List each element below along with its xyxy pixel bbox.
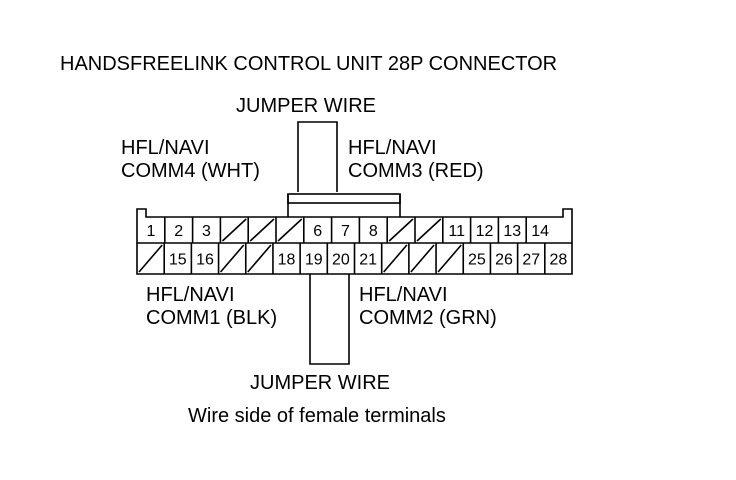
comm3-label-line2: COMM3 (RED) [348, 160, 484, 182]
jumper-bridge [287, 193, 401, 204]
pin-number: 6 [313, 223, 322, 240]
pin-number: 25 [468, 252, 486, 269]
comm2-label-line2: COMM2 (GRN) [359, 307, 497, 329]
pin-number: 18 [278, 252, 296, 269]
jumper-wire-top-label: JUMPER WIRE [236, 95, 376, 117]
comm3-label-line1: HFL/NAVI [348, 137, 437, 159]
empty-cavity-slash [221, 218, 247, 242]
pin-number: 8 [369, 223, 378, 240]
empty-cavity-slash [249, 218, 275, 242]
jumper-wire-top [297, 121, 338, 192]
comm1-label-line2: COMM1 (BLK) [146, 307, 278, 329]
wire-side-caption: Wire side of female terminals [188, 405, 446, 427]
pin-number: 12 [476, 223, 494, 240]
pin-number: 11 [448, 223, 465, 240]
pin-number: 3 [202, 223, 211, 240]
jumper-wire-bottom-label: JUMPER WIRE [250, 372, 390, 394]
pin-number: 27 [522, 252, 540, 269]
pin-number: 19 [305, 252, 323, 269]
pin-number: 1 [146, 223, 155, 240]
comm4-label-line1: HFL/NAVI [121, 137, 210, 159]
comm2-label-line1: HFL/NAVI [359, 284, 448, 306]
pin-number: 14 [531, 223, 549, 240]
empty-cavity-slash [388, 218, 414, 242]
jumper-wire-bottom [309, 274, 350, 365]
empty-cavity-slash [247, 244, 272, 273]
empty-cavity-slash [138, 244, 163, 273]
pin-number: 21 [359, 252, 377, 269]
pin-number: 28 [550, 252, 568, 269]
empty-cavity-slash [219, 244, 245, 273]
empty-cavity-slash [437, 244, 462, 273]
empty-cavity-slash [410, 244, 435, 273]
pin-number: 15 [169, 252, 187, 269]
pin-number: 20 [332, 252, 350, 269]
pin-number: 13 [503, 223, 521, 240]
empty-cavity-slash [416, 218, 442, 242]
pin-number: 16 [196, 252, 214, 269]
empty-cavity-slash [277, 218, 303, 242]
pin-number: 26 [495, 252, 513, 269]
connector-title: HANDSFREELINK CONTROL UNIT 28P CONNECTOR [60, 53, 558, 75]
pin-number: 7 [341, 223, 350, 240]
connector-outline [136, 208, 573, 275]
comm1-label-line1: HFL/NAVI [146, 284, 235, 306]
empty-cavity-slash [383, 244, 408, 273]
pin-number: 2 [174, 223, 183, 240]
comm4-label-line2: COMM4 (WHT) [121, 160, 260, 182]
